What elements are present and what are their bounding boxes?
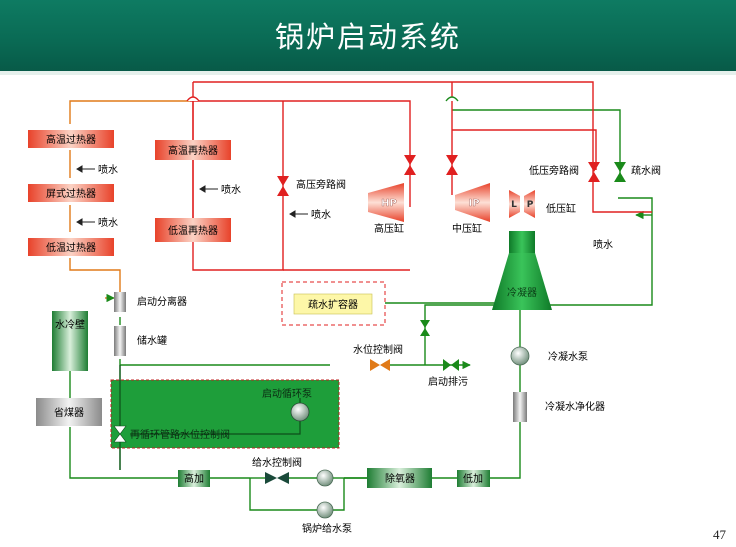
hp-inlet-valve-icon[interactable] xyxy=(404,155,416,175)
spray-label-1: 喷水 xyxy=(98,164,118,176)
water-level-valve-icon[interactable] xyxy=(370,359,390,371)
svg-text:屏式过热器: 屏式过热器 xyxy=(46,187,96,200)
startup-drain-valve-icon[interactable] xyxy=(443,359,459,371)
hp-bypass-label: 高压旁路阀 xyxy=(296,178,346,191)
svg-text:省煤器: 省煤器 xyxy=(54,406,84,419)
svg-text:高温过热器: 高温过热器 xyxy=(46,133,96,146)
water-wall: 水冷壁 xyxy=(52,311,88,371)
water-lines xyxy=(69,109,653,511)
storage-tank xyxy=(114,326,126,356)
feed-pump-2-icon[interactable] xyxy=(316,501,334,519)
svg-text:低温过热器: 低温过热器 xyxy=(46,241,96,254)
low-superheater: 低温过热器 xyxy=(28,238,114,256)
ip-cyl-label: 中压缸 xyxy=(452,222,482,235)
hi-reheater: 高温再热器 xyxy=(155,140,231,160)
hp-turbine: HP xyxy=(368,183,404,222)
drain-valve-icon[interactable] xyxy=(614,162,626,182)
water-level-valve-label: 水位控制阀 xyxy=(353,343,403,356)
spray-label-lp: 喷水 xyxy=(593,239,613,251)
banner-stripe xyxy=(0,71,736,75)
spray-label-2: 喷水 xyxy=(98,217,118,229)
condensate-polisher xyxy=(513,392,527,422)
feed-control-valve-label: 给水控制阀 xyxy=(252,456,302,469)
svg-text:水冷壁: 水冷壁 xyxy=(55,318,85,331)
startup-separator xyxy=(114,292,126,312)
svg-text:低温再热器: 低温再热器 xyxy=(168,224,218,237)
storage-tank-label: 储水罐 xyxy=(137,334,167,347)
feed-lines xyxy=(69,100,190,303)
svg-text:P: P xyxy=(527,200,534,210)
hp-heater: 高加 xyxy=(178,470,210,487)
page-title: 锅炉启动系统 xyxy=(274,20,461,54)
deaerator: 除氧器 xyxy=(367,468,432,488)
circulation-pump-icon[interactable] xyxy=(290,402,310,422)
svg-text:除氧器: 除氧器 xyxy=(385,472,415,485)
page-number: 47 xyxy=(713,527,726,542)
hi-superheater: 高温过热器 xyxy=(28,130,114,148)
hp-bypass-valve-icon[interactable] xyxy=(277,176,289,196)
startup-circulation-zone: 启动循环泵 再循环管路水位控制阀 xyxy=(110,365,340,470)
lp-bypass-label: 低压旁路阀 xyxy=(529,164,579,177)
lp-bypass-valve-icon[interactable] xyxy=(588,162,600,182)
svg-text:疏水扩容器: 疏水扩容器 xyxy=(308,298,358,311)
title-banner: 锅炉启动系统 xyxy=(0,0,736,75)
svg-text:高温再热器: 高温再热器 xyxy=(168,144,218,157)
drain-valve-label: 疏水阀 xyxy=(631,164,661,177)
feed-pump-1-icon[interactable] xyxy=(316,469,334,487)
svg-text:启动循环泵: 启动循环泵 xyxy=(262,387,312,400)
recirc-valve-icon[interactable] xyxy=(113,425,127,443)
lp-turbine: L P xyxy=(509,190,535,218)
flash-tank-drain-valve-icon[interactable] xyxy=(420,320,430,336)
svg-text:L: L xyxy=(511,200,517,210)
condenser: 冷凝器 xyxy=(492,231,552,310)
hp-cyl-label: 高压缸 xyxy=(374,222,404,235)
low-reheater: 低温再热器 xyxy=(155,218,231,242)
startup-drain-label: 启动排污 xyxy=(428,375,468,388)
spray-arrows xyxy=(76,165,308,226)
svg-text:低加: 低加 xyxy=(463,472,483,485)
ip-turbine: IP xyxy=(455,183,490,222)
platen-superheater: 屏式过热器 xyxy=(28,184,114,202)
condensate-pump-icon[interactable] xyxy=(510,346,530,366)
ip-inlet-valve-icon[interactable] xyxy=(446,155,458,175)
line-crossings xyxy=(186,96,459,102)
condensate-polisher-label: 冷凝水净化器 xyxy=(545,400,605,413)
separator-label: 启动分离器 xyxy=(137,295,187,308)
feed-control-valve-icon[interactable] xyxy=(265,472,289,484)
svg-text:HP: HP xyxy=(381,198,397,209)
svg-text:IP: IP xyxy=(468,198,479,209)
feed-pump-label: 锅炉给水泵 xyxy=(302,522,352,535)
condensate-pump-label: 冷凝水泵 xyxy=(548,350,588,363)
lp-heater: 低加 xyxy=(457,470,490,487)
svg-text:冷凝器: 冷凝器 xyxy=(507,286,537,299)
spray-label-hp: 喷水 xyxy=(311,209,331,221)
spray-label-reheat: 喷水 xyxy=(221,184,241,196)
svg-text:高加: 高加 xyxy=(184,472,204,485)
lp-cyl-label: 低压缸 xyxy=(546,202,576,215)
svg-text:再循环管路水位控制阀: 再循环管路水位控制阀 xyxy=(130,428,230,441)
economizer: 省煤器 xyxy=(36,398,102,426)
flash-tank: 疏水扩容器 xyxy=(281,281,386,326)
